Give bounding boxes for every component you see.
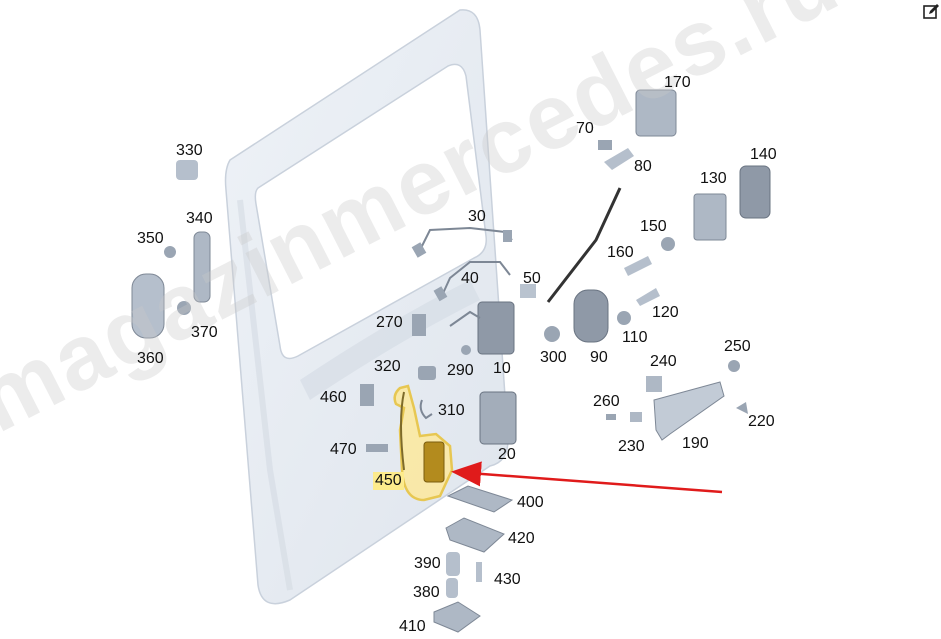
callout-70[interactable]: 70 — [576, 120, 594, 137]
callout-160[interactable]: 160 — [607, 244, 634, 261]
callout-230[interactable]: 230 — [618, 438, 645, 455]
door-window-opening — [254, 63, 487, 360]
callout-300[interactable]: 300 — [540, 349, 567, 366]
callout-460[interactable]: 460 — [320, 389, 347, 406]
callout-130[interactable]: 130 — [700, 170, 727, 187]
callout-150[interactable]: 150 — [640, 218, 667, 235]
callout-450[interactable]: 450 — [373, 472, 404, 490]
callout-360[interactable]: 360 — [137, 350, 164, 367]
pointer-arrow — [451, 461, 723, 494]
callout-370[interactable]: 370 — [191, 324, 218, 341]
callout-250[interactable]: 250 — [724, 338, 751, 355]
callout-430[interactable]: 430 — [494, 571, 521, 588]
callout-270[interactable]: 270 — [376, 314, 403, 331]
callout-400[interactable]: 400 — [517, 494, 544, 511]
callout-350[interactable]: 350 — [137, 230, 164, 247]
callout-470[interactable]: 470 — [330, 441, 357, 458]
callout-90[interactable]: 90 — [590, 349, 608, 366]
callout-310[interactable]: 310 — [438, 402, 465, 419]
callout-20[interactable]: 20 — [498, 446, 516, 463]
callout-40[interactable]: 40 — [461, 270, 479, 287]
callout-120[interactable]: 120 — [652, 304, 679, 321]
callout-30[interactable]: 30 — [468, 208, 486, 225]
callout-10[interactable]: 10 — [493, 360, 511, 377]
callout-220[interactable]: 220 — [748, 413, 775, 430]
callout-390[interactable]: 390 — [414, 555, 441, 572]
callout-420[interactable]: 420 — [508, 530, 535, 547]
callout-340[interactable]: 340 — [186, 210, 213, 227]
edit-icon[interactable] — [923, 4, 939, 19]
callout-330[interactable]: 330 — [176, 142, 203, 159]
callout-410[interactable]: 410 — [399, 618, 426, 635]
callout-190[interactable]: 190 — [682, 435, 709, 452]
callout-80[interactable]: 80 — [634, 158, 652, 175]
callout-240[interactable]: 240 — [650, 353, 677, 370]
callout-140[interactable]: 140 — [750, 146, 777, 163]
callout-110[interactable]: 110 — [622, 329, 648, 346]
callout-290[interactable]: 290 — [447, 362, 474, 379]
callout-50[interactable]: 50 — [523, 270, 541, 287]
callout-260[interactable]: 260 — [593, 393, 620, 410]
callout-380[interactable]: 380 — [413, 584, 440, 601]
callout-170[interactable]: 170 — [664, 74, 691, 91]
callout-320[interactable]: 320 — [374, 358, 401, 375]
